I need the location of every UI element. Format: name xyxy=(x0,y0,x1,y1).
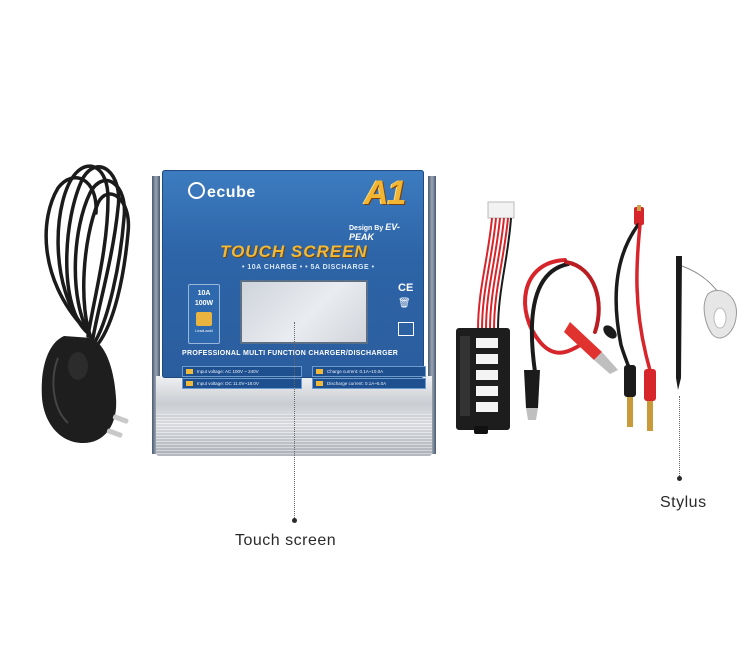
stylus-label: Stylus xyxy=(660,494,707,511)
design-by-label: Design By xyxy=(349,225,384,232)
param-text: Discharge current: 0.1A~5.0A xyxy=(327,381,387,386)
param-charge-current: Charge current: 0.1A~10.0A xyxy=(312,366,426,377)
param-input-dc-row: Input voltage: DC 11.0V~18.0V xyxy=(182,378,302,389)
touch-screen-label: Touch screen xyxy=(235,532,337,549)
model-name: A1 xyxy=(364,174,406,212)
brand-name: ecube xyxy=(207,184,256,201)
stylus xyxy=(664,248,744,398)
certification-icon xyxy=(398,322,414,336)
tagline-text: PROFESSIONAL MULTI FUNCTION CHARGER/DISC… xyxy=(182,350,399,357)
charger-side-right xyxy=(428,176,436,454)
brand-logo: ecube xyxy=(188,182,256,202)
param-bullet-icon xyxy=(186,381,193,386)
design-credit: Design By EV-PEAK xyxy=(349,222,424,242)
power-cable-graphic xyxy=(41,164,131,443)
brand-ring-icon xyxy=(188,182,205,199)
design-brand: EV-PEAK xyxy=(349,222,400,242)
battery-chip-icon xyxy=(196,312,212,326)
alligator-clip-cable xyxy=(510,252,622,422)
charger-side-left xyxy=(152,176,160,454)
touch-screen-display xyxy=(240,280,368,344)
ce-mark: CE xyxy=(398,282,414,294)
param-discharge-current: Discharge current: 0.1A~5.0A xyxy=(312,378,426,389)
power-cable xyxy=(28,158,146,458)
spec-small-label: Lead-acid xyxy=(195,328,213,333)
param-bullet-icon xyxy=(316,369,323,374)
alligator-clip-graphic xyxy=(523,258,618,420)
spec-box: 10A 100W Lead-acid xyxy=(188,284,220,344)
param-text: Input voltage: AC 100V ~ 240V xyxy=(197,369,259,374)
balance-board xyxy=(448,200,518,440)
param-text: Input voltage: DC 11.0V~18.0V xyxy=(197,381,259,386)
subline-text: • 10A CHARGE • • 5A DISCHARGE • xyxy=(242,264,375,271)
banana-plug-cable xyxy=(606,205,674,435)
stylus-graphic xyxy=(676,256,737,390)
weee-bin-icon: 🗑 xyxy=(398,298,411,309)
param-bullet-icon xyxy=(316,381,323,386)
charger-face-panel: ecube A1 Design By EV-PEAK TOUCH SCREEN … xyxy=(162,170,426,378)
stylus-leader-line xyxy=(679,396,680,476)
param-text: Charge current: 0.1A~10.0A xyxy=(327,369,384,374)
touch-screen-leader-line xyxy=(294,322,295,518)
stylus-marker-dot xyxy=(677,476,682,481)
param-input-ac: Input voltage: AC 100V ~ 240V xyxy=(182,366,302,377)
banana-plug-graphic xyxy=(614,205,656,431)
headline-text: TOUCH SCREEN xyxy=(220,242,368,261)
param-bullet-icon xyxy=(186,369,193,374)
spec-current: 10A xyxy=(197,290,211,297)
touch-screen-marker-dot xyxy=(292,518,297,523)
spec-power: 100W xyxy=(194,300,214,307)
balance-board-graphic xyxy=(456,201,515,434)
